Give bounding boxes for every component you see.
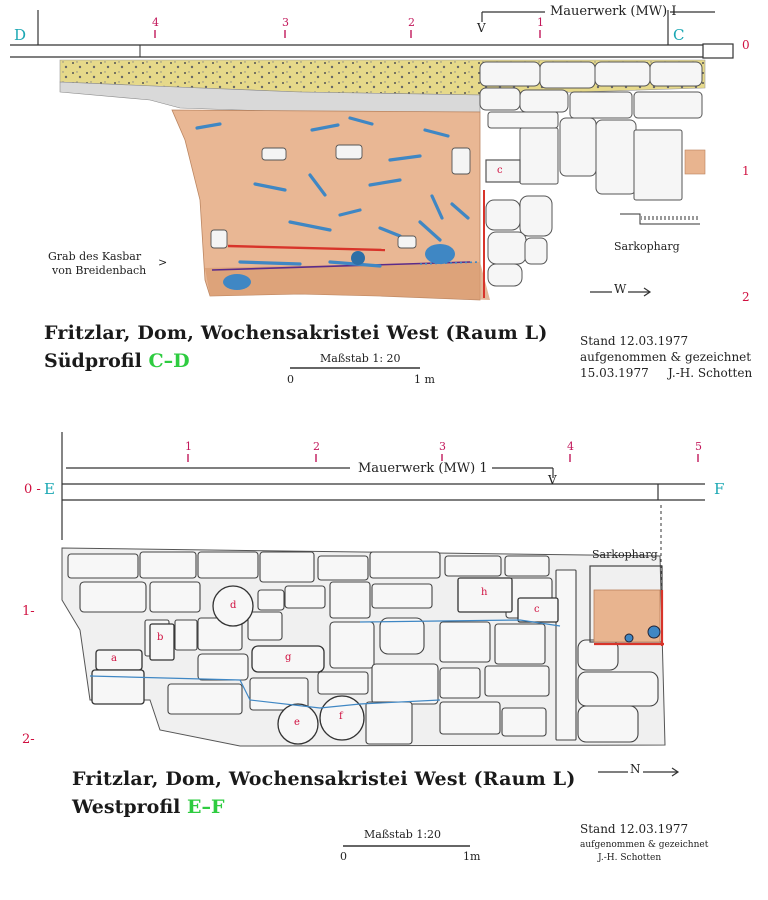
stone-label-g: g: [285, 652, 292, 663]
stone-label-c-top: c: [497, 165, 503, 176]
west-profile: [61, 432, 705, 847]
top-scale-start: 0: [287, 373, 294, 386]
bottom-stand-1: Stand 12.03.1977: [580, 822, 689, 836]
bottom-stand-3: J.-H. Schotten: [598, 853, 662, 863]
top-stand-1: Stand 12.03.1977: [580, 334, 689, 348]
depth-label-0: 0: [742, 38, 750, 52]
masonry-label: Mauerwerk (MW) I: [550, 4, 677, 19]
grave-label-line2: von Breidenbach: [52, 264, 147, 277]
sarcophagus-label-top: Sarkopharg: [614, 240, 680, 253]
bottom-scale-start: 0: [340, 850, 347, 863]
meter-label-2-bottom: 2: [313, 440, 320, 453]
grave-label-line1: Grab des Kasbar: [48, 250, 142, 263]
top-title: Fritzlar, Dom, Wochensakristei West (Rau…: [44, 322, 548, 344]
top-scale-end: 1 m: [414, 373, 435, 386]
stone-label-e: e: [294, 717, 300, 728]
south-profile: [10, 10, 734, 369]
direction-label-n: N: [628, 762, 643, 776]
meter-label-2: 2: [408, 16, 415, 29]
stone-label-c: c: [534, 604, 540, 615]
meter-label-1: 1: [537, 16, 544, 29]
grave-arrow: >: [158, 256, 168, 269]
meter-label-1-bottom: 1: [185, 440, 192, 453]
sarcophagus-label-bottom: Sarkopharg: [592, 548, 658, 561]
depth-label-1: 1: [742, 164, 750, 178]
bottom-profile-name: Westprofil E–F: [72, 796, 224, 818]
bottom-scale-label: Maßstab 1:20: [364, 828, 442, 841]
top-profile-code: C–D: [148, 350, 190, 372]
top-stand-3: 15.03.1977: [580, 366, 649, 380]
stone-label-d: d: [230, 600, 237, 611]
meter-label-4-bottom: 4: [567, 440, 574, 453]
depth-label-2: 2: [742, 290, 750, 304]
corner-label-c: C: [673, 26, 685, 44]
top-scale-label: Maßstab 1: 20: [320, 352, 401, 365]
corner-label-f: F: [714, 480, 725, 498]
depth-label-0-bottom: 0 -: [24, 482, 41, 497]
bottom-title: Fritzlar, Dom, Wochensakristei West (Rau…: [72, 768, 576, 790]
top-stand-author: J.-H. Schotten: [668, 366, 753, 380]
stone-label-f: f: [339, 711, 343, 722]
meter-label-4: 4: [152, 16, 159, 29]
corner-label-d: D: [14, 26, 27, 44]
stone-label-a: a: [111, 653, 117, 664]
meter-label-3: 3: [282, 16, 289, 29]
stone-label-h: h: [481, 587, 488, 598]
stone-label-b: b: [157, 632, 164, 643]
top-profile-text: Südprofil: [44, 350, 142, 372]
masonry-label-bottom: Mauerwerk (MW) 1: [354, 461, 492, 476]
meter-label-5-bottom: 5: [695, 440, 702, 453]
bottom-scale-end: 1m: [463, 850, 481, 863]
depth-label-2-bottom: 2-: [22, 732, 35, 747]
top-stand-2: aufgenommen & gezeichnet: [580, 350, 752, 364]
corner-label-e: E: [44, 480, 55, 498]
bottom-profile-code: E–F: [186, 796, 225, 818]
depth-label-1-bottom: 1-: [22, 604, 35, 619]
v-mark-bottom: V: [548, 473, 557, 487]
meter-label-3-bottom: 3: [439, 440, 446, 453]
bottom-profile-text: Westprofil: [72, 796, 181, 818]
bottom-stand-2: aufgenommen & gezeichnet: [580, 840, 709, 850]
top-profile-name: Südprofil C–D: [44, 350, 190, 372]
v-mark: V: [477, 21, 486, 35]
direction-label-w: W: [612, 282, 629, 296]
